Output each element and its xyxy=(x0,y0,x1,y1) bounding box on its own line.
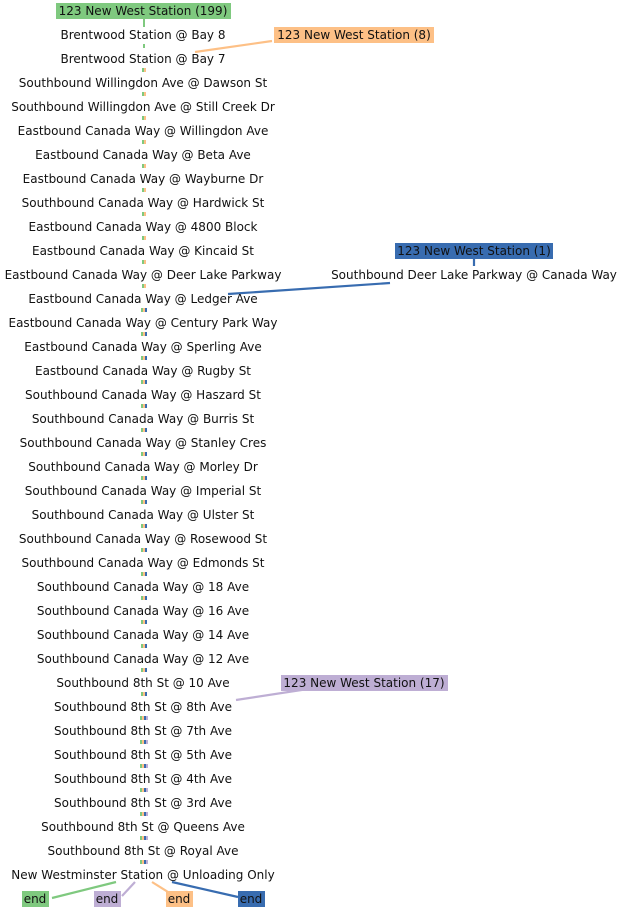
end-tag-green: end xyxy=(22,891,49,907)
stop-label: Eastbound Canada Way @ Kincaid St xyxy=(32,244,254,258)
stop-label: Southbound Willingdon Ave @ Still Creek … xyxy=(11,100,275,114)
stop-labels: Brentwood Station @ Bay 8 Brentwood Stati… xyxy=(5,28,282,882)
route-ending-purple xyxy=(121,881,136,897)
stop-label: Southbound 8th St @ 4th Ave xyxy=(54,772,232,786)
route-tag-orange: 123 New West Station (8) xyxy=(274,27,434,43)
route-lines xyxy=(51,19,476,900)
stop-label: Southbound 8th St @ 10 Ave xyxy=(56,676,229,690)
stop-label: Southbound Canada Way @ Morley Dr xyxy=(28,460,258,474)
end-tag-blue-bg xyxy=(238,891,265,907)
stop-label: Southbound Canada Way @ Hardwick St xyxy=(22,196,265,210)
stop-label: Eastbound Canada Way @ Ledger Ave xyxy=(28,292,257,306)
stop-label: Eastbound Canada Way @ Century Park Way xyxy=(9,316,278,330)
end-tag-green-text: end xyxy=(24,892,47,906)
route-ending-blue xyxy=(171,880,239,899)
stop-label: Southbound 8th St @ Queens Ave xyxy=(41,820,245,834)
route-tag-orange-bg xyxy=(274,27,434,43)
route-tag-green-bg xyxy=(56,3,231,19)
stop-label: Southbound 8th St @ Royal Ave xyxy=(48,844,239,858)
stop-label: Southbound 8th St @ 3rd Ave xyxy=(54,796,232,810)
end-tag-orange-bg xyxy=(166,891,193,907)
route-tag-purple-bg xyxy=(281,675,448,691)
stop-label: Southbound Canada Way @ Rosewood St xyxy=(19,532,267,546)
end-tag-purple-bg xyxy=(94,891,121,907)
route-connector-orange xyxy=(194,39,273,54)
end-tag-blue: end xyxy=(238,891,265,907)
route-tag-blue: 123 New West Station (1) xyxy=(395,243,553,259)
route-ending-orange xyxy=(151,881,169,893)
stop-label: Southbound Canada Way @ 12 Ave xyxy=(37,652,249,666)
stop-label: Eastbound Canada Way @ Willingdon Ave xyxy=(18,124,269,138)
stop-label: Southbound Canada Way @ 18 Ave xyxy=(37,580,249,594)
end-tag-green-bg xyxy=(22,891,49,907)
stop-label: Eastbound Canada Way @ Sperling Ave xyxy=(24,340,261,354)
stop-label: Brentwood Station @ Bay 8 xyxy=(61,28,226,42)
stop-label: Southbound 8th St @ 8th Ave xyxy=(54,700,232,714)
route-tag-green: 123 New West Station (199) xyxy=(56,3,231,19)
side-stop-text: Southbound Deer Lake Parkway @ Canada Wa… xyxy=(331,268,617,282)
stop-label: New Westminster Station @ Unloading Only xyxy=(11,868,274,882)
route-tag-purple-text: 123 New West Station (17) xyxy=(283,676,444,690)
side-stop-label: Southbound Deer Lake Parkway @ Canada Wa… xyxy=(331,268,617,282)
stop-label: Eastbound Canada Way @ Beta Ave xyxy=(35,148,251,162)
stop-label: Southbound Canada Way @ 14 Ave xyxy=(37,628,249,642)
stop-label: Southbound Canada Way @ Imperial St xyxy=(25,484,262,498)
stop-label: Southbound Canada Way @ 16 Ave xyxy=(37,604,249,618)
stop-label: Eastbound Canada Way @ Deer Lake Parkway xyxy=(5,268,282,282)
route-tag-green-text: 123 New West Station (199) xyxy=(59,4,228,18)
route-tag-blue-text: 123 New West Station (1) xyxy=(397,244,551,258)
stop-label: Southbound Canada Way @ Stanley Cres xyxy=(20,436,267,450)
stop-label: Eastbound Canada Way @ Rugby St xyxy=(35,364,251,378)
stop-label: Southbound Canada Way @ Edmonds St xyxy=(22,556,265,570)
route-tag-purple: 123 New West Station (17) xyxy=(281,675,448,691)
end-tag-orange-text: end xyxy=(168,892,191,906)
route-ending-green xyxy=(51,880,117,900)
stop-label: Southbound Canada Way @ Haszard St xyxy=(25,388,261,402)
route-connector-blue xyxy=(227,281,391,296)
stop-label: Eastbound Canada Way @ 4800 Block xyxy=(29,220,258,234)
end-tag-purple: end xyxy=(94,891,121,907)
stop-label: Southbound 8th St @ 7th Ave xyxy=(54,724,232,738)
stop-label: Southbound Canada Way @ Ulster St xyxy=(32,508,255,522)
end-tag-purple-text: end xyxy=(96,892,119,906)
stop-label: Brentwood Station @ Bay 7 xyxy=(61,52,226,66)
stop-label: Southbound Canada Way @ Burris St xyxy=(32,412,255,426)
end-tag-orange: end xyxy=(166,891,193,907)
route-tag-orange-text: 123 New West Station (8) xyxy=(277,28,431,42)
stop-label: Southbound Willingdon Ave @ Dawson St xyxy=(19,76,268,90)
stop-label: Southbound 8th St @ 5th Ave xyxy=(54,748,232,762)
route-tag-blue-bg xyxy=(395,243,553,259)
end-tag-blue-text: end xyxy=(240,892,263,906)
stop-label: Eastbound Canada Way @ Wayburne Dr xyxy=(23,172,264,186)
